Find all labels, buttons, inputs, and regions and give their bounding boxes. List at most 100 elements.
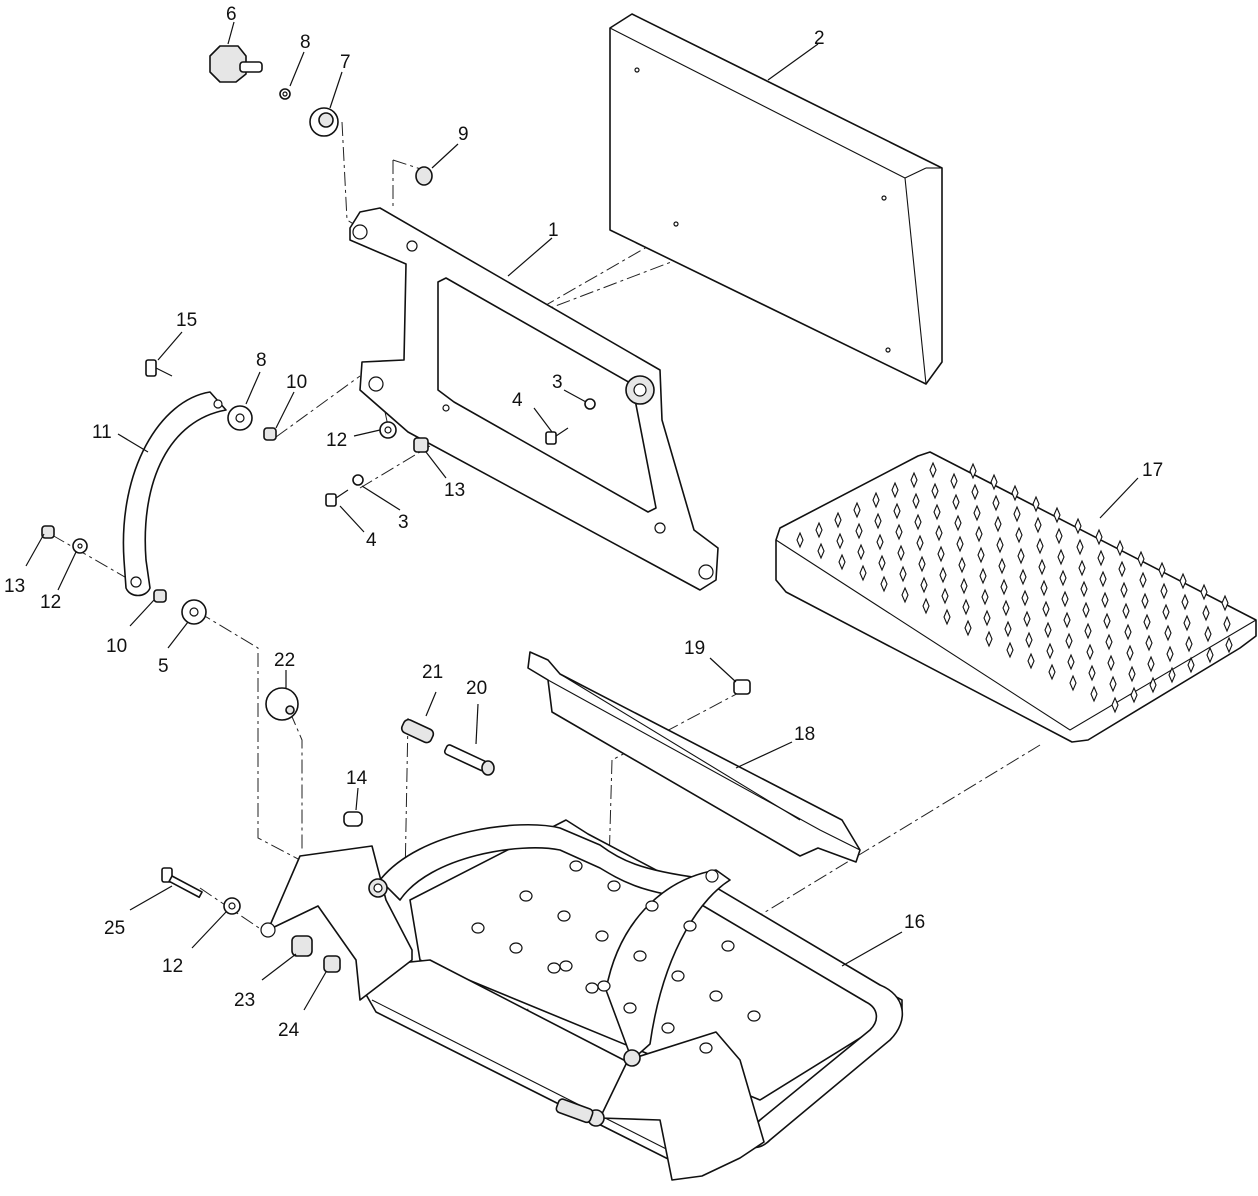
callout-10-bottom: 10 <box>106 636 127 657</box>
tread-diamond <box>931 482 939 500</box>
arc-link <box>122 391 227 597</box>
tread-diamond <box>1120 581 1128 599</box>
tread-diamond <box>1116 539 1124 557</box>
plate-hole <box>709 990 723 1002</box>
callout-18: 18 <box>794 724 815 745</box>
nut-13-mid <box>413 437 429 453</box>
tread-diamond <box>1076 538 1084 556</box>
knob-6 <box>209 45 263 83</box>
callout-13-left: 13 <box>4 576 25 597</box>
tread-diamond <box>1034 516 1042 534</box>
plate-hole <box>509 942 523 954</box>
washer-12-left <box>72 538 88 554</box>
tread-diamond <box>1084 622 1092 640</box>
tread-diamond <box>1006 641 1014 659</box>
tread-diamond <box>1013 505 1021 523</box>
callout-12-bottom: 12 <box>162 956 183 977</box>
callout-8-left: 8 <box>256 350 267 371</box>
tread-diamond <box>1011 484 1019 502</box>
bolt-15 <box>145 359 173 377</box>
tread-diamond <box>1095 528 1103 546</box>
tread-diamond <box>872 491 880 509</box>
tread-diamond <box>983 609 991 627</box>
tread-diamond <box>998 557 1006 575</box>
tread-diamond <box>853 501 861 519</box>
washer-3-right <box>584 398 596 410</box>
callout-4-left: 4 <box>366 530 377 551</box>
tread-diamond <box>834 511 842 529</box>
callout-17: 17 <box>1142 460 1163 481</box>
tread-diamond <box>1223 615 1231 633</box>
plate-hole <box>721 940 735 952</box>
tread-diamond <box>1130 686 1138 704</box>
tread-diamond <box>1059 569 1067 587</box>
plate-hole <box>471 922 485 934</box>
nut-24 <box>323 955 341 973</box>
callout-23: 23 <box>234 990 255 1011</box>
tread-diamond <box>855 522 863 540</box>
tread-diamond <box>815 521 823 539</box>
callout-13-mid: 13 <box>444 480 465 501</box>
tread-diamond <box>914 513 922 531</box>
tread-diamond <box>1023 610 1031 628</box>
tread-diamond <box>1082 601 1090 619</box>
tread-diamond <box>994 515 1002 533</box>
callout-7: 7 <box>340 52 351 73</box>
bolt-19 <box>733 679 751 695</box>
tread-diamond <box>1040 579 1048 597</box>
tread-diamond <box>1025 631 1033 649</box>
washer-7 <box>309 107 339 137</box>
pin-14 <box>343 811 363 827</box>
plate-hole <box>747 1010 761 1022</box>
tread-diamond <box>1053 506 1061 524</box>
tread-diamond <box>1166 645 1174 663</box>
callout-3-right: 3 <box>552 372 563 393</box>
tread-diamond <box>838 553 846 571</box>
bushing-23 <box>291 935 313 957</box>
tread-diamond <box>1038 558 1046 576</box>
tread-diamond <box>857 543 865 561</box>
tread-diamond <box>996 536 1004 554</box>
tread-diamond <box>969 462 977 480</box>
tread-diamond <box>922 597 930 615</box>
callout-2: 2 <box>814 28 825 49</box>
tread-diamond <box>1099 570 1107 588</box>
plate-hole <box>633 950 647 962</box>
tread-diamond <box>912 492 920 510</box>
tread-diamond <box>1141 592 1149 610</box>
tread-diamond <box>1074 517 1082 535</box>
plate-hole <box>607 880 621 892</box>
tread-diamond <box>1042 600 1050 618</box>
tread-diamond <box>1019 568 1027 586</box>
seat-mount-plate <box>349 207 719 591</box>
tread-diamond <box>1126 644 1134 662</box>
tread-diamond <box>962 598 970 616</box>
tread-diamond <box>1080 580 1088 598</box>
tread-diamond <box>1181 593 1189 611</box>
tread-diamond <box>950 472 958 490</box>
callout-20: 20 <box>466 678 487 699</box>
callout-3-left: 3 <box>398 512 409 533</box>
tread-diamond <box>836 532 844 550</box>
callout-25: 25 <box>104 918 125 939</box>
tread-diamond <box>1032 495 1040 513</box>
tread-diamond <box>929 461 937 479</box>
tread-diamond <box>1078 559 1086 577</box>
tread-diamond <box>1097 549 1105 567</box>
tread-diamond <box>1206 646 1214 664</box>
tread-diamond <box>1221 594 1229 612</box>
callout-16: 16 <box>904 912 925 933</box>
tread-diamond <box>1057 548 1065 566</box>
knob-22 <box>265 687 299 721</box>
floor-mat <box>775 451 1257 743</box>
tread-diamond <box>1017 547 1025 565</box>
tread-diamond <box>1160 582 1168 600</box>
tread-diamond <box>1179 572 1187 590</box>
plate-hole <box>519 890 533 902</box>
tread-diamond <box>897 544 905 562</box>
bolt-4-right <box>545 427 569 445</box>
washer-8-left <box>227 405 253 431</box>
callout-24: 24 <box>278 1020 300 1041</box>
tread-diamond <box>876 533 884 551</box>
